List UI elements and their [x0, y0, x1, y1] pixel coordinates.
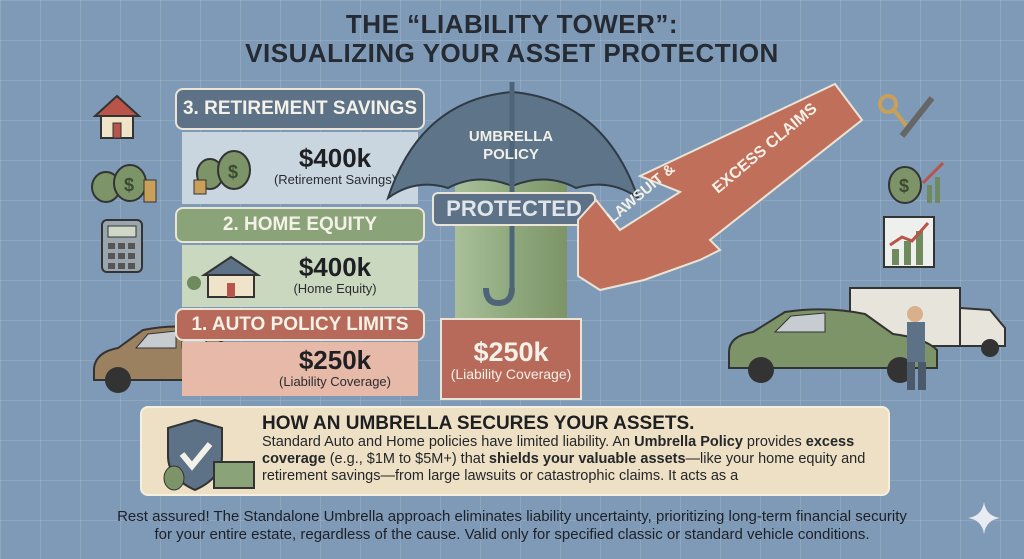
footer-line-2: for your entire estate, regardless of th…	[154, 526, 870, 543]
tier-3-panel: $ $400k (Retirement Savings)	[182, 132, 418, 204]
umbrella-icon	[386, 82, 640, 307]
info-body: Standard Auto and Home policies have lim…	[262, 434, 878, 485]
footer-text: Rest assured! The Standalone Umbrella ap…	[0, 508, 1024, 544]
tier-3-amount: $400k	[298, 143, 372, 173]
bar-chart-icon	[883, 216, 935, 268]
protected-badge: PROTECTED	[432, 192, 596, 226]
svg-text:$: $	[228, 162, 238, 182]
info-bold: Umbrella Policy	[634, 434, 743, 450]
home-icon	[187, 255, 262, 298]
money-bags-icon: $	[193, 150, 251, 195]
tier-2-header: 2. HOME EQUITY	[175, 207, 425, 243]
info-text: provides	[742, 434, 806, 450]
tier-1-caption: (Liability Coverage)	[279, 374, 391, 389]
tier-1-amount: $250k	[298, 345, 372, 375]
tier-2-panel: $400k (Home Equity)	[182, 245, 418, 307]
footer-line-1: Rest assured! The Standalone Umbrella ap…	[117, 508, 907, 525]
tower-base: $250k (Liability Coverage)	[440, 318, 582, 400]
base-amount: $250k	[473, 337, 549, 367]
shield-check-icon	[163, 418, 255, 492]
tier-3-header: 3. RETIREMENT SAVINGS	[175, 88, 425, 130]
money-growth-icon: $	[888, 161, 945, 204]
info-bold: excess coverage	[262, 434, 855, 467]
info-text: Standard Auto and Home policies have lim…	[262, 434, 635, 450]
title-line-1: THE “LIABILITY TOWER”:	[345, 9, 679, 39]
info-box: HOW AN UMBRELLA SECURES YOUR ASSETS. Sta…	[140, 406, 890, 496]
calculator-icon	[101, 219, 143, 273]
svg-text:$: $	[899, 176, 909, 196]
info-text: —like your home equity and retirement sa…	[262, 451, 866, 484]
umbrella-label: UMBRELLA POLICY	[455, 128, 567, 164]
page-title: THE “LIABILITY TOWER”: VISUALIZING YOUR …	[0, 10, 1024, 68]
car-and-mechanic-icon	[728, 287, 1006, 390]
umbrella-label-line-2: POLICY	[483, 146, 539, 163]
tier-3-caption: (Retirement Savings)	[273, 172, 397, 187]
tier-2-caption: (Home Equity)	[293, 281, 377, 296]
info-text: (e.g., $1M to $5M+) that	[325, 451, 489, 467]
tier-2-amount: $400k	[298, 252, 372, 282]
title-line-2: VISUALIZING YOUR ASSET PROTECTION	[245, 38, 779, 68]
svg-text:$: $	[124, 175, 134, 195]
sparkle-icon	[968, 502, 1000, 534]
base-caption: (Liability Coverage)	[450, 366, 572, 382]
keys-wrench-icon	[878, 94, 935, 138]
house-icon	[92, 94, 142, 139]
tier-1-header: 1. AUTO POLICY LIMITS	[175, 308, 425, 341]
info-heading: HOW AN UMBRELLA SECURES YOUR ASSETS.	[262, 413, 695, 434]
info-bold: shields your valuable assets	[488, 451, 686, 467]
lawsuit-arrow-icon	[577, 82, 864, 292]
money-bags-icon: $	[91, 164, 157, 203]
tier-1-panel: $250k (Liability Coverage)	[182, 342, 418, 396]
umbrella-label-line-1: UMBRELLA	[468, 128, 554, 145]
